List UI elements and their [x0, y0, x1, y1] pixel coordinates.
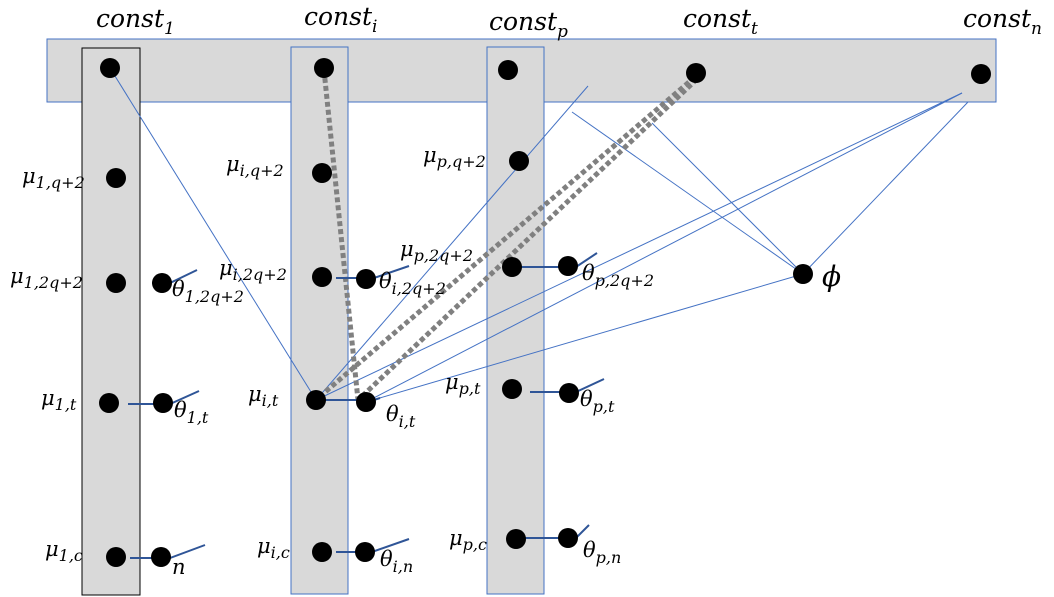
column-1: [81, 47, 141, 596]
node-mu-i-q2: [312, 163, 332, 183]
node-mu-1-t: [99, 393, 119, 413]
label-mu-1-c: μ1,c: [45, 537, 83, 565]
label-theta-i-n: θi,n: [380, 547, 413, 576]
label-theta-1-t: θ1,t: [174, 398, 209, 427]
label-const-p: constp: [489, 7, 568, 42]
dotted-const-t-theta-it: [354, 77, 699, 404]
dotted-const-i-theta-it: [321, 69, 361, 401]
edge-mu-it-const-n: [315, 92, 963, 401]
label-theta-p-n: θp,n: [583, 538, 621, 567]
edge-p-phi: [571, 111, 804, 275]
label-mu-i-t: μi,t: [248, 382, 279, 410]
node-theta-1-2q2: [152, 273, 172, 293]
label-const-i: consti: [304, 2, 377, 37]
dotted-const-t-mu-it-1: [316, 75, 697, 400]
node-mu-i-c: [312, 542, 332, 562]
label-theta-1-2q2: θ1,2q+2: [172, 277, 244, 306]
node-mu-i-t: [306, 390, 326, 410]
label-theta-i-t: θi,t: [386, 402, 416, 431]
label-mu-p-q2: μp,q+2: [423, 143, 486, 171]
node-phi: [793, 264, 813, 284]
label-const-n: constn: [963, 4, 1042, 39]
label-theta-p-2q2: θp,2q+2: [582, 261, 654, 290]
node-mu-p-2q2: [502, 257, 522, 277]
label-mu-i-q2: μi,q+2: [226, 152, 284, 180]
column-i: [290, 46, 349, 595]
node-mu-1-c: [106, 547, 126, 567]
label-theta-p-t: θp,t: [580, 387, 615, 416]
label-mu-1-2q2: μ1,2q+2: [10, 264, 83, 292]
node-theta-i-n: [355, 542, 375, 562]
node-mu-1-2q2: [106, 273, 126, 293]
node-mu-p-c: [506, 529, 526, 549]
label-mu-i-c: μi,c: [257, 534, 290, 562]
node-const-n: [971, 64, 991, 84]
node-mu-p-q2: [509, 151, 529, 171]
node-theta-p-n: [558, 528, 578, 548]
label-mu-1-q2: μ1,q+2: [22, 164, 85, 192]
node-theta-i-t: [356, 392, 376, 412]
node-mu-p-t: [502, 379, 522, 399]
node-theta-1-t: [153, 393, 173, 413]
edge-theta-it-const-n: [365, 92, 963, 403]
node-const-t: [686, 63, 706, 83]
label-mu-p-2q2: μp,2q+2: [400, 237, 473, 265]
label-mu-i-2q2: μi,2q+2: [219, 256, 287, 284]
node-const-i: [314, 58, 334, 78]
edge-mu-it-upper-p: [315, 85, 589, 401]
node-theta-1-n: [151, 547, 171, 567]
node-const-p: [498, 60, 518, 80]
node-mu-i-2q2: [312, 267, 332, 287]
label-const-1: const1: [96, 4, 175, 39]
label-theta-1-n: n: [172, 555, 186, 579]
label-phi: ϕ: [822, 260, 841, 293]
node-const-1: [100, 58, 120, 78]
node-mu-1-q2: [106, 168, 126, 188]
node-theta-i-2q2: [356, 269, 376, 289]
label-const-t: constt: [683, 4, 758, 39]
label-mu-p-t: μp,t: [445, 370, 481, 398]
edge-const-t-phi: [651, 122, 804, 275]
edge-const-n-phi: [802, 101, 969, 275]
label-mu-p-c: μp,c: [449, 526, 487, 554]
node-theta-p-t: [559, 383, 579, 403]
node-theta-p-2q2: [558, 256, 578, 276]
edge-theta-it-phi: [365, 273, 804, 403]
label-theta-i-2q2: θi,2q+2: [379, 269, 446, 298]
edge-const1-mu-it: [109, 67, 317, 401]
column-p: [486, 46, 545, 595]
label-mu-1-t: μ1,t: [41, 386, 77, 414]
